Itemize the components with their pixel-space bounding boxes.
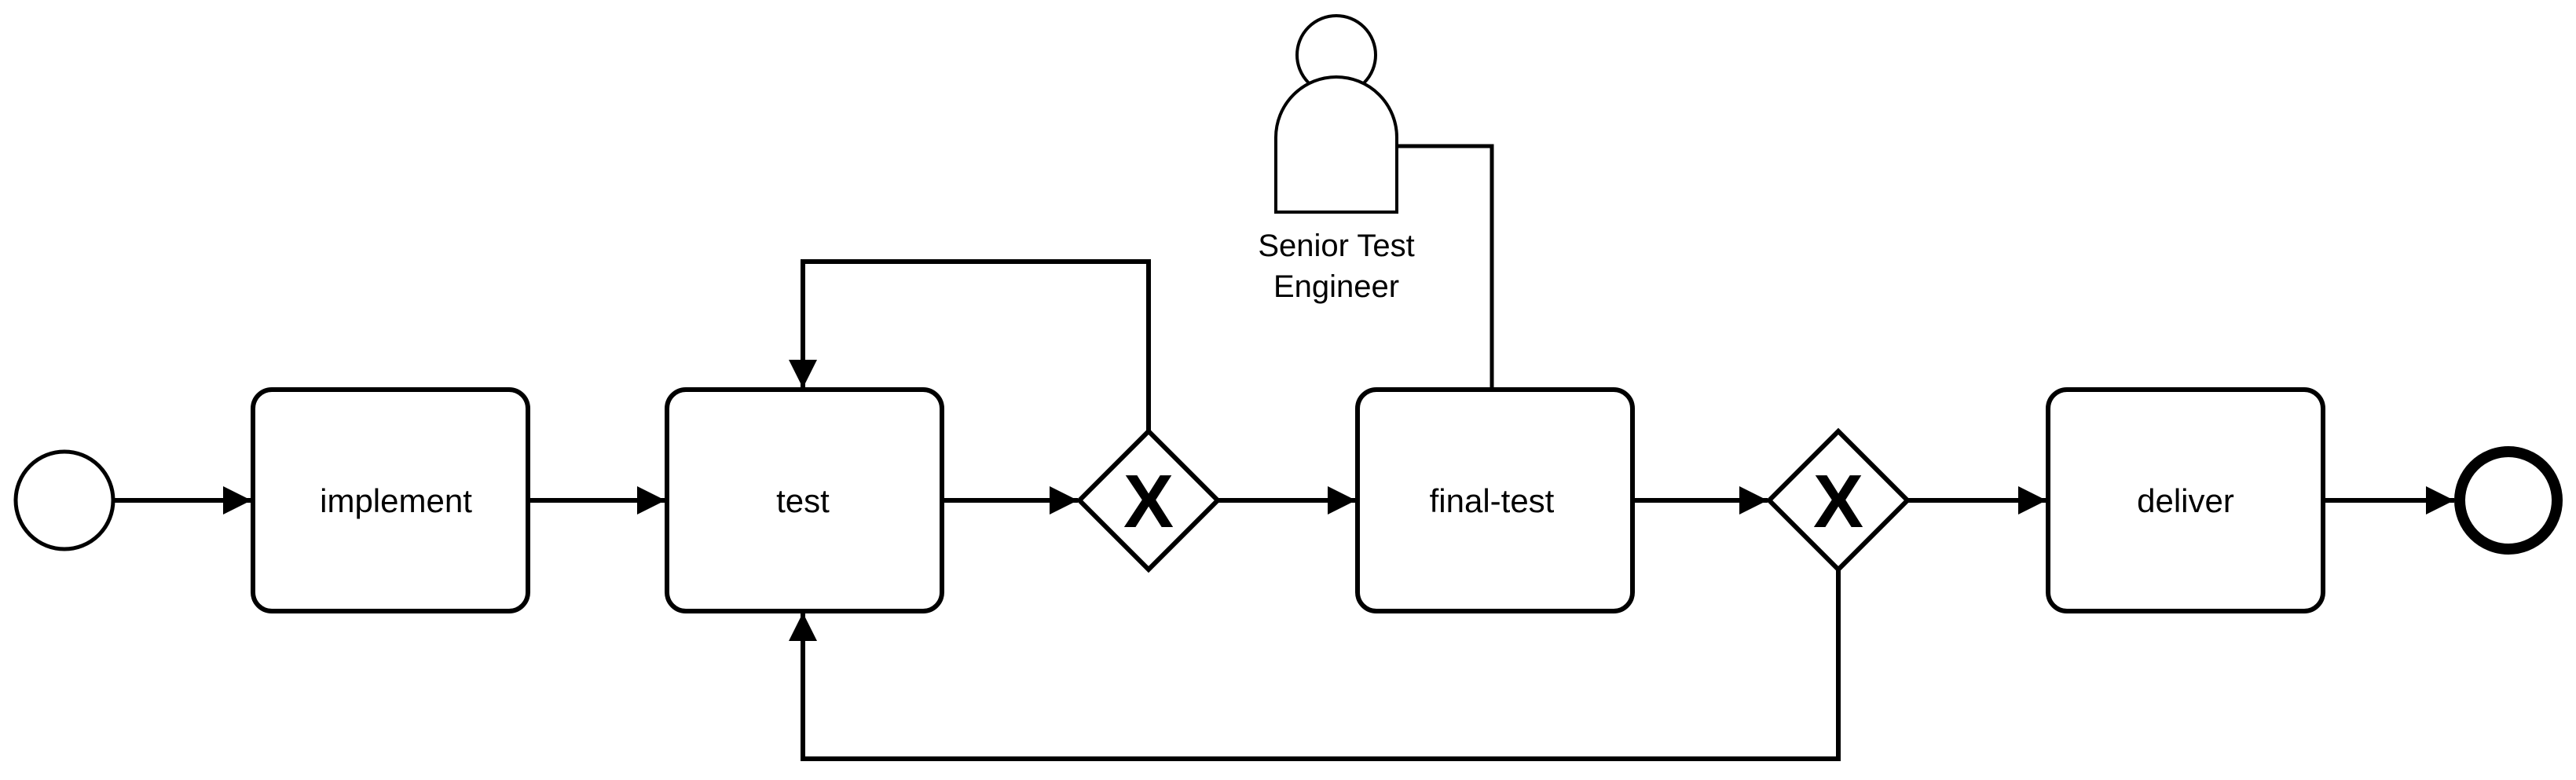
end-event[interactable] [2454, 446, 2563, 555]
flow-gateway-2-loop-to-test[interactable] [789, 569, 1841, 761]
gateway-2-x-icon: X [1813, 460, 1863, 544]
task-deliver[interactable]: deliver [2046, 387, 2325, 613]
task-deliver-label: deliver [2137, 482, 2234, 519]
task-test-label: test [776, 482, 830, 519]
association-actor-to-final-test[interactable] [1397, 144, 1494, 390]
task-final-test-label: final-test [1430, 482, 1555, 519]
exclusive-gateway-1[interactable]: X [1075, 427, 1222, 573]
task-test[interactable]: test [665, 387, 944, 613]
actor-body-icon [1274, 75, 1398, 214]
flow-gateway-1-loop-to-test[interactable] [789, 259, 1151, 431]
actor-label-line-2: Engineer [1273, 269, 1399, 304]
task-final-test[interactable]: final-test [1355, 387, 1635, 613]
actor-senior-test-engineer[interactable]: Senior Test Engineer [1258, 14, 1415, 304]
task-implement[interactable]: implement [251, 387, 530, 613]
start-event[interactable] [13, 449, 115, 551]
exclusive-gateway-2[interactable]: X [1765, 427, 1911, 573]
task-implement-label: implement [320, 482, 472, 519]
actor-label-line-1: Senior Test [1258, 229, 1414, 263]
gateway-1-x-icon: X [1123, 460, 1174, 544]
